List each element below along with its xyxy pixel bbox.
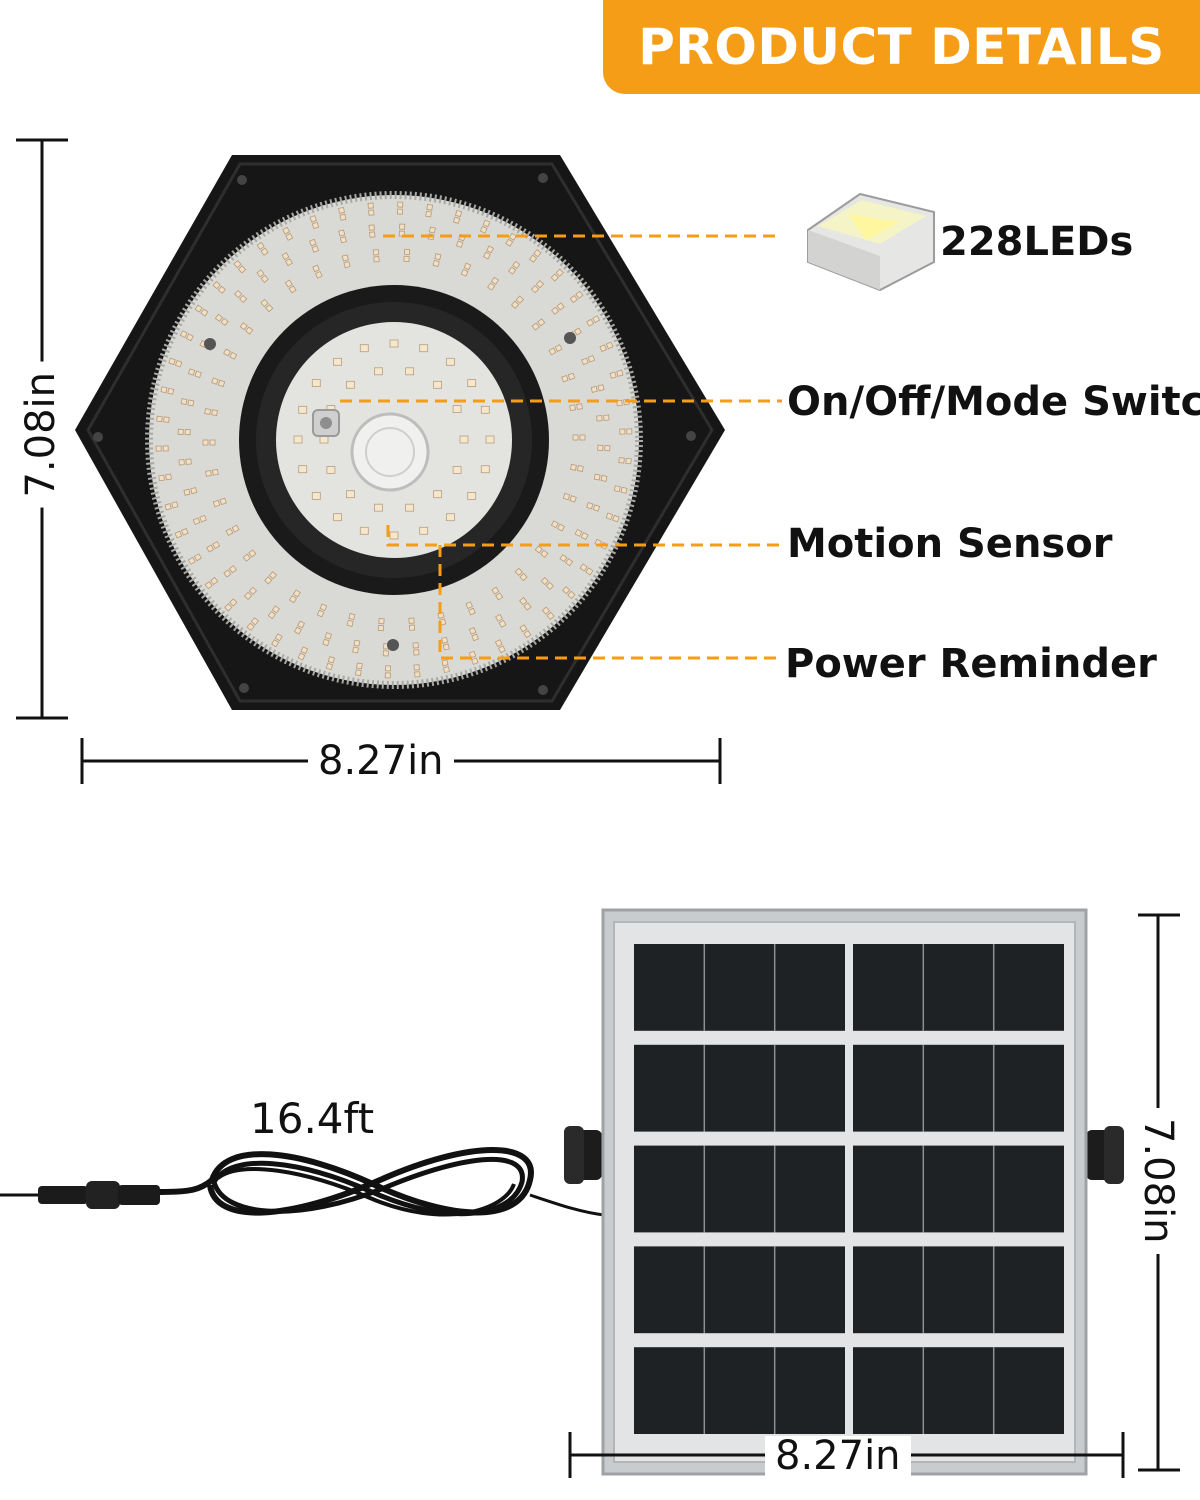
led-ring: [155, 201, 633, 679]
solar-panel-icon: [564, 908, 1124, 1476]
callout-power-reminder: Power Reminder: [785, 641, 1157, 687]
cable-length-label: 16.4ft: [250, 1094, 375, 1143]
callout-motion-sensor: Motion Sensor: [787, 521, 1113, 567]
led-chip-icon: [807, 192, 935, 292]
solar-cell-grid: [634, 944, 1064, 1434]
banner-title: PRODUCT DETAILS: [638, 18, 1165, 76]
lamp-height-label: 7.08in: [18, 362, 64, 508]
product-details-banner: PRODUCT DETAILS: [603, 0, 1200, 94]
callout-leds: 228LEDs: [940, 219, 1134, 265]
callout-mode-switch: On/Off/Mode Switch: [787, 379, 1200, 425]
lamp-width-label: 8.27in: [308, 741, 454, 781]
callout-leaders: [340, 234, 782, 660]
motion-sensor-icon: [350, 412, 430, 492]
solar-lamp-icon: [75, 155, 725, 710]
panel-width-label: 8.27in: [765, 1436, 911, 1476]
cable-connector-icon: [38, 1181, 160, 1209]
extension-cable: [0, 1147, 605, 1217]
panel-height-label: 7.08in: [1135, 1108, 1181, 1254]
